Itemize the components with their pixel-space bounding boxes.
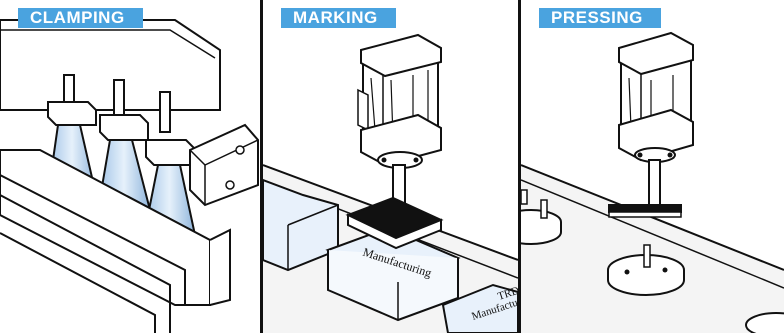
panel-title-pressing: PRESSING xyxy=(539,8,661,28)
panel-title-marking: MARKING xyxy=(281,8,396,28)
pressing-panel: PRESSING xyxy=(521,0,784,333)
pressing-illustration xyxy=(521,0,784,333)
marking-panel: Manufacturing TRD Manufactu MARKING xyxy=(263,0,518,333)
marking-illustration: Manufacturing TRD Manufactu xyxy=(263,0,518,333)
panel-title-clamping: CLAMPING xyxy=(18,8,143,28)
clamping-illustration xyxy=(0,0,260,333)
clamping-panel: CLAMPING xyxy=(0,0,260,333)
